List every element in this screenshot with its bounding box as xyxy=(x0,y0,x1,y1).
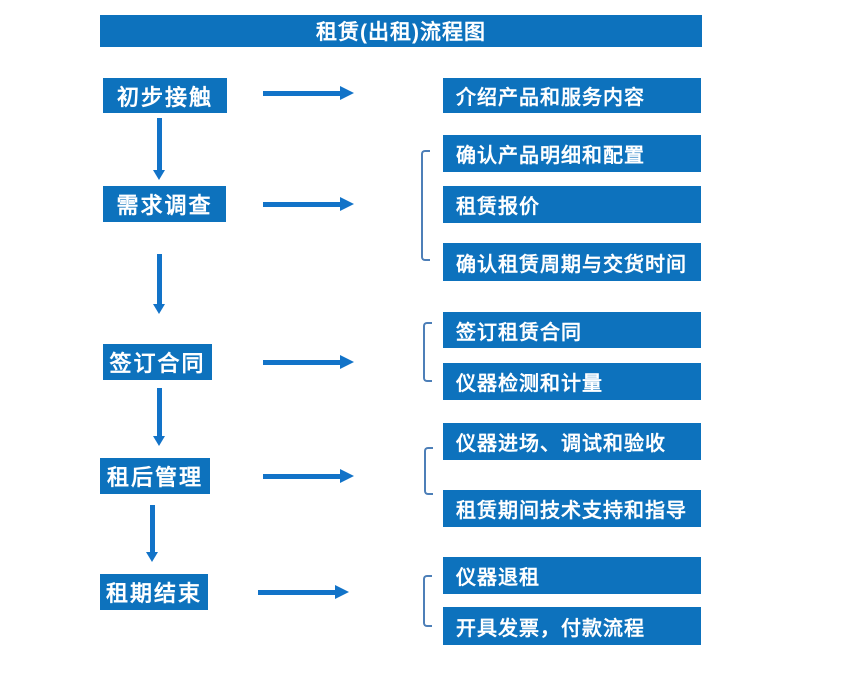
group-bracket xyxy=(423,575,432,627)
output-box-instrument-setup-acceptance: 仪器进场、调试和验收 xyxy=(443,423,701,460)
right-arrow-icon xyxy=(263,197,355,211)
down-arrow-icon xyxy=(146,505,158,562)
arrow-head xyxy=(335,585,349,599)
right-arrow-icon xyxy=(263,355,355,369)
arrow-head xyxy=(340,469,354,483)
right-arrow-icon xyxy=(263,469,355,483)
arrow-shaft xyxy=(149,505,155,552)
output-box-instrument-testing: 仪器检测和计量 xyxy=(443,363,701,400)
arrow-shaft xyxy=(156,254,162,304)
right-arrow-icon xyxy=(263,86,355,100)
arrow-shaft xyxy=(156,118,162,170)
output-box-confirm-rental-period: 确认租赁周期与交货时间 xyxy=(443,243,701,281)
arrow-head xyxy=(153,436,165,446)
arrow-head xyxy=(146,552,158,562)
arrow-shaft xyxy=(258,589,336,595)
arrow-head xyxy=(340,86,354,100)
arrow-shaft xyxy=(263,90,341,96)
down-arrow-icon xyxy=(153,254,165,314)
output-box-invoice-payment: 开具发票，付款流程 xyxy=(443,607,701,645)
arrow-head xyxy=(340,197,354,211)
arrow-shaft xyxy=(156,388,162,436)
stage-box-post-rental-management: 租后管理 xyxy=(100,458,210,494)
output-box-introduce-products: 介绍产品和服务内容 xyxy=(443,78,701,113)
group-bracket xyxy=(421,150,430,261)
output-box-confirm-product-details: 确认产品明细和配置 xyxy=(443,135,701,172)
stage-box-rental-end: 租期结束 xyxy=(100,574,208,610)
arrow-shaft xyxy=(263,359,341,365)
output-box-sign-rental-contract: 签订租赁合同 xyxy=(443,312,701,348)
arrow-head xyxy=(153,304,165,314)
arrow-head xyxy=(153,170,165,180)
group-bracket xyxy=(424,447,433,495)
arrow-shaft xyxy=(263,473,341,479)
stage-box-sign-contract: 签订合同 xyxy=(103,344,212,380)
output-box-rental-quotation: 租赁报价 xyxy=(443,186,701,223)
arrow-head xyxy=(340,355,354,369)
stage-box-demand-survey: 需求调查 xyxy=(103,186,226,222)
arrow-shaft xyxy=(263,201,341,207)
output-box-instrument-return: 仪器退租 xyxy=(443,557,701,594)
right-arrow-icon xyxy=(258,585,350,599)
group-bracket xyxy=(423,322,432,382)
stage-box-initial-contact: 初步接触 xyxy=(103,78,227,113)
down-arrow-icon xyxy=(153,118,165,180)
flowchart-title: 租赁(出租)流程图 xyxy=(100,15,702,47)
output-box-technical-support: 租赁期间技术支持和指导 xyxy=(443,490,701,527)
down-arrow-icon xyxy=(153,388,165,446)
